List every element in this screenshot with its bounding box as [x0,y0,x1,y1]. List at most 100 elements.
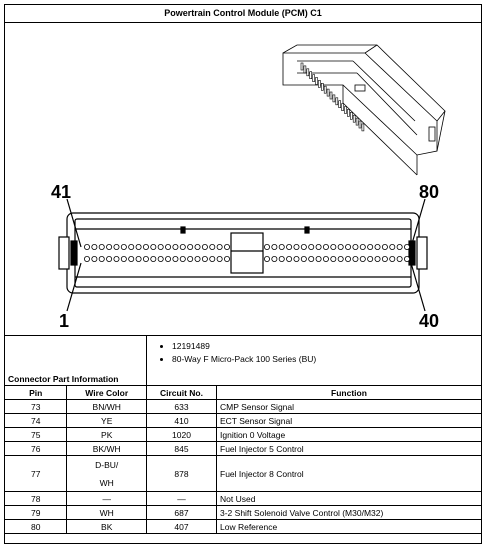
function-cell: 3-2 Shift Solenoid Valve Control (M30/M3… [216,505,482,520]
wire-color-line-1: D-BU/ [95,459,119,470]
pin-cell: 79 [3,505,68,520]
pin-cavity [157,255,164,262]
wire-color-line-2: WH [99,477,114,488]
connector-pin [338,100,342,108]
pin-cavity [337,255,344,262]
pin-cavity [150,243,157,250]
pin-cavity [128,243,135,250]
pin-cavity [194,255,201,262]
pin-cavity [367,255,374,262]
pin-cavity [165,243,172,250]
pin-cavity [84,243,91,250]
connector-pin [303,65,307,74]
pin-cavity [135,255,142,262]
table-row: 79 WH 687 3-2 Shift Solenoid Valve Contr… [3,505,482,520]
table-row: 77 D-BU/ WH 878 Fuel Injector 8 Control [3,455,482,492]
pin-cavity [389,255,396,262]
connector-pin [320,82,324,91]
wire-color-cell: BK [66,519,147,534]
connector-pin [344,106,347,114]
pin-cell: 78 [3,491,68,506]
connector-info-row: Connector Part Information 12191489 80-W… [4,335,482,386]
pin-cavity [293,255,300,262]
function-cell: Low Reference [216,519,482,534]
table-row: 75 PK 1020 Ignition 0 Voltage [3,427,482,442]
pin-cavity [308,243,315,250]
pin-cavity [271,255,278,262]
circuit-cell: 1020 [146,427,217,442]
connector-pin [352,114,356,123]
circuit-cell: 410 [146,413,217,428]
pin-cavity [201,243,208,250]
circuit-cell: 687 [146,505,217,520]
pin-cavity [91,243,98,250]
pin-cavity [352,243,359,250]
pin-cavity [263,255,270,262]
pin-cavity [271,243,278,250]
pin-cavity [278,255,285,262]
connector-description: 80-Way F Micro-Pack 100 Series (BU) [172,353,478,366]
connector-face-view [58,212,428,294]
pin-cell: 73 [3,399,68,414]
pin-cavity [300,243,307,250]
wire-color-cell: WH [66,505,147,520]
pin-cavity [396,243,403,250]
connector-part-number: 12191489 [172,340,478,353]
connector-illustration: 41 80 1 40 [51,44,446,331]
function-cell: Fuel Injector 5 Control [216,441,482,456]
pin-cell: 75 [3,427,68,442]
function-cell: ECT Sensor Signal [216,413,482,428]
function-cell: Ignition 0 Voltage [216,427,482,442]
pin-label-41: 41 [51,182,71,202]
header-circuit: Circuit No. [146,385,217,400]
pin-cavity [113,255,120,262]
pin-cavity [403,255,410,262]
circuit-cell: 407 [146,519,217,534]
pin-cavity [381,255,388,262]
pin-cavity [157,243,164,250]
connector-pin [347,109,350,117]
pin-cavity [179,243,186,250]
connector-pin [341,103,344,111]
connector-pin [349,112,353,120]
pin-cavity [293,243,300,250]
pin-cavity [322,255,329,262]
pin-cavity [187,243,194,250]
pin-leader-lines [66,198,426,312]
pin-cavity [337,243,344,250]
table-row: 74 YE 410 ECT Sensor Signal [3,413,482,428]
pin-cavity [165,255,172,262]
pin-cell: 80 [3,519,68,534]
connector-pin [332,94,336,103]
wire-color-cell: BN/WH [66,399,147,414]
pin-cavity [330,255,337,262]
pin-cavity [322,243,329,250]
pin-cavity [403,243,410,250]
pin-cavity [359,255,366,262]
pin-cavity [201,255,208,262]
pin-cell: 77 [3,455,68,492]
pin-cavity [300,255,307,262]
function-cell: Fuel Injector 8 Control [216,455,482,492]
pin-cavity [381,243,388,250]
connector-pin [318,80,321,88]
pin-cavity [263,243,270,250]
circuit-cell: 845 [146,441,217,456]
pin-cavity [374,243,381,250]
connector-pin [335,97,339,106]
wire-color-cell: D-BU/ WH [66,455,147,492]
pin-cavity [209,255,216,262]
pin-cavity [135,243,142,250]
connector-pin [358,120,362,129]
pin-cavity [286,243,293,250]
pin-cavity [142,243,149,250]
connector-pin [361,123,365,132]
connector-pin [329,91,333,100]
table-header-row: Pin Wire Color Circuit No. Function [3,385,482,400]
pin-cavity [120,243,127,250]
pin-cavity [209,243,216,250]
wire-color-cell: YE [66,413,147,428]
pin-cavity [216,243,223,250]
wire-color-cell: BK/WH [66,441,147,456]
table-row: 80 BK 407 Low Reference [3,519,482,534]
